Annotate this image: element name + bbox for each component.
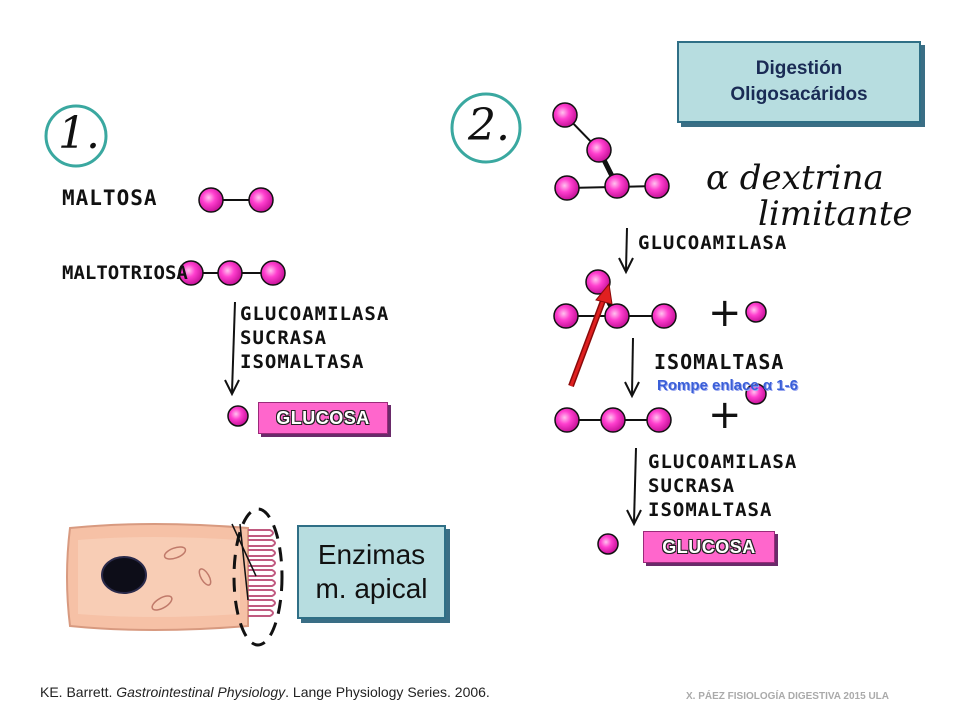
linear-chain-molecule xyxy=(554,407,672,433)
panel2-arrow-2 xyxy=(624,337,640,399)
dextrin-molecule xyxy=(552,102,670,201)
panel2-arrow-1 xyxy=(618,227,634,275)
panel2-enzyme-step1: GLUCOAMILASA xyxy=(638,232,788,254)
panel1-glucose-label: GLUCOSA xyxy=(258,402,388,434)
enzymes-box-line-2: m. apical xyxy=(315,573,428,604)
enzymes-box-line-1: Enzimas xyxy=(317,539,426,570)
maltotriosa-label: MALTOTRIOSA xyxy=(62,262,188,284)
apical-membrane-highlight xyxy=(232,507,284,647)
panel1-enzyme-2: SUCRASA xyxy=(240,327,328,349)
title-line-1: Digestión xyxy=(755,58,843,79)
panel2-enzyme-3a: GLUCOAMILASA xyxy=(648,451,798,473)
panel1-enzymes: GLUCOAMILASA SUCRASA ISOMALTASA xyxy=(240,302,389,374)
maltosa-label: MALTOSA xyxy=(62,186,158,210)
step-2-number: 2. xyxy=(468,100,510,151)
intermediate-molecule xyxy=(553,269,677,329)
plus-sign-2: + xyxy=(708,392,742,438)
citation: KE. Barrett. Gastrointestinal Physiology… xyxy=(40,684,490,700)
panel2-glucose-label: GLUCOSA xyxy=(643,531,775,563)
panel1-enzyme-3: ISOMALTASA xyxy=(240,351,365,373)
panel1-enzyme-1: GLUCOAMILASA xyxy=(240,303,390,325)
bond-note: Rompe enlace α 1-6 xyxy=(657,377,798,394)
citation-suffix: . Lange Physiology Series. 2006. xyxy=(285,684,490,700)
released-glucose-2 xyxy=(745,383,767,405)
panel2-enzyme-step2: ISOMALTASA xyxy=(654,350,785,374)
panel2-glucose-molecule xyxy=(597,533,619,555)
dextrin-label: α dextrina limitante xyxy=(706,160,912,232)
citation-book: Gastrointestinal Physiology xyxy=(116,684,286,700)
citation-prefix: KE. Barrett. xyxy=(40,684,117,700)
title-line-2: Oligosacáridos xyxy=(730,84,868,105)
enterocyte-cell xyxy=(66,523,276,631)
panel2-enzyme-3c: ISOMALTASA xyxy=(648,499,773,521)
panel2-arrow-3 xyxy=(626,447,642,527)
enzymes-box: Enzimas m. apical xyxy=(297,525,446,619)
panel1-glucose-molecule xyxy=(227,405,249,427)
step-1-number: 1. xyxy=(58,108,100,159)
author-credit: X. PÁEZ FISIOLOGÍA DIGESTIVA 2015 ULA xyxy=(686,691,889,702)
plus-sign-1: + xyxy=(708,290,742,336)
panel2-enzymes-step3: GLUCOAMILASA SUCRASA ISOMALTASA xyxy=(648,450,797,522)
maltosa-molecule xyxy=(198,187,274,213)
title-box: Digestión Oligosacáridos xyxy=(677,41,921,123)
panel1-arrow xyxy=(224,301,240,397)
red-bond-arrow xyxy=(568,282,613,388)
dextrin-label-line-2: limitante xyxy=(758,194,913,234)
step-1-circle xyxy=(44,104,108,168)
dextrin-label-line-1: α dextrina xyxy=(706,158,884,198)
panel2-enzyme-3b: SUCRASA xyxy=(648,475,736,497)
released-glucose-1 xyxy=(745,301,767,323)
maltotriosa-molecule xyxy=(178,260,286,286)
nucleus xyxy=(101,556,147,594)
step-2-circle xyxy=(450,92,522,164)
